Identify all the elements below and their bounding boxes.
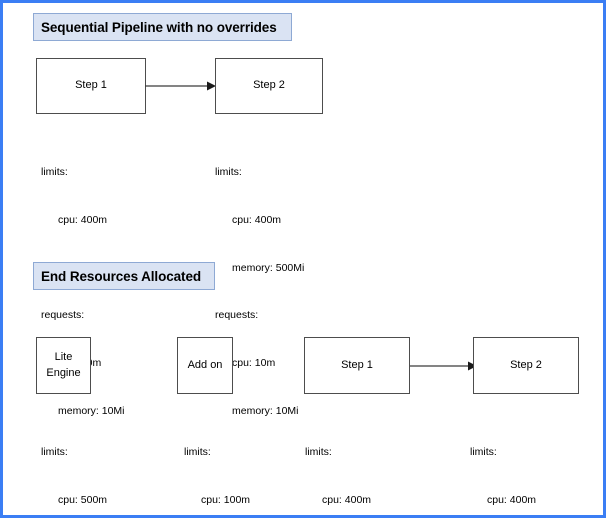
arrow-step1-to-step2-sequential	[145, 81, 216, 91]
limits-cpu: cpu: 400m	[487, 493, 537, 506]
limits-label: limits:	[41, 165, 68, 178]
node-step-2-sequential[interactable]: Step 2	[215, 58, 323, 114]
node-add-on[interactable]: Add on	[177, 337, 233, 394]
requests-label: requests:	[41, 309, 85, 322]
limits-cpu: cpu: 500m	[58, 493, 108, 506]
node-step-1-end-resources[interactable]: Step 1	[304, 337, 410, 394]
requests-label: requests:	[215, 309, 259, 322]
node-step-2-end-resources[interactable]: Step 2	[473, 337, 579, 394]
spec-step-1-sequential: limits: cpu: 400m memory: 500Mi requests…	[41, 133, 130, 452]
limits-label: limits:	[215, 165, 242, 178]
spec-step-2-sequential: limits: cpu: 400m memory: 500Mi requests…	[215, 133, 304, 452]
limits-label: limits:	[41, 445, 68, 458]
spec-add-on: limits: cpu: 100m memory: 100Mi requests…	[184, 413, 273, 515]
limits-cpu: cpu: 400m	[232, 213, 282, 226]
spec-step-2-end-resources: limits: cpu: 400m memory: 500Mi requests…	[470, 413, 559, 515]
requests-memory: memory: 10Mi	[58, 405, 125, 418]
spec-step-1-end-resources: limits: cpu: 400m memory: 500Mi requests…	[305, 413, 394, 515]
requests-cpu: cpu: 10m	[232, 357, 276, 370]
section-title-end-resources-allocated: End Resources Allocated	[33, 262, 215, 290]
spec-lite-engine: limits: cpu: 500m memory: 600Mi requests…	[41, 413, 130, 515]
section-title-sequential-pipeline: Sequential Pipeline with no overrides	[33, 13, 292, 41]
limits-cpu: cpu: 100m	[201, 493, 251, 506]
node-lite-engine[interactable]: Lite Engine	[36, 337, 91, 394]
limits-label: limits:	[305, 445, 332, 458]
node-step-1-sequential[interactable]: Step 1	[36, 58, 146, 114]
arrow-step1-to-step2-end-resources	[410, 361, 477, 371]
limits-label: limits:	[470, 445, 497, 458]
limits-memory: memory: 500Mi	[232, 261, 305, 274]
limits-label: limits:	[184, 445, 211, 458]
limits-cpu: cpu: 400m	[322, 493, 372, 506]
requests-memory: memory: 10Mi	[232, 405, 299, 418]
limits-cpu: cpu: 400m	[58, 213, 108, 226]
